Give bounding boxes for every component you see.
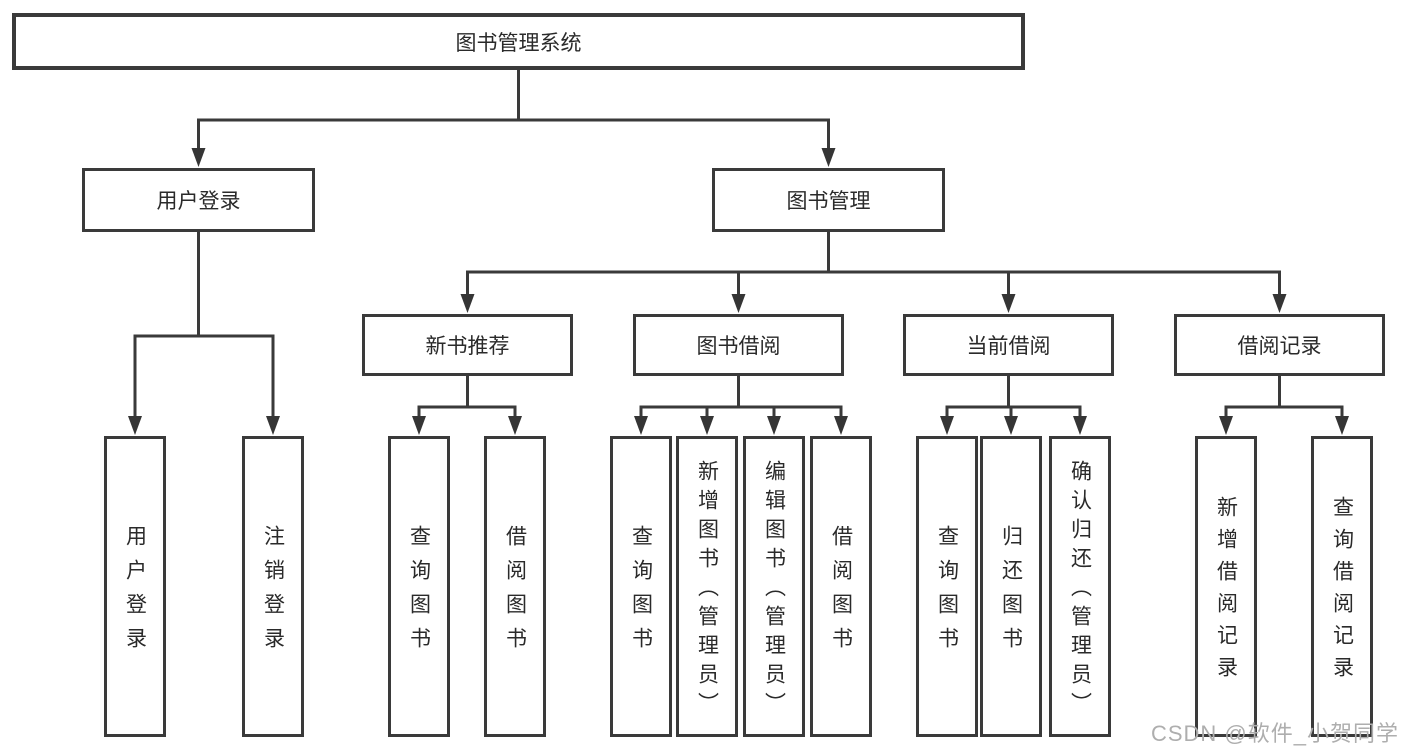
- node-leaf-query-books-recommend: 查询图书: [388, 436, 450, 737]
- node-book-borrowing: 图书借阅: [633, 314, 844, 376]
- node-leaf-edit-books-admin: 编辑图书（管理员）: [743, 436, 805, 737]
- node-leaf-return-books: 归还图书: [980, 436, 1042, 737]
- node-user-login-branch: 用户登录: [82, 168, 315, 232]
- arrowheads: [128, 148, 1349, 435]
- node-leaf-borrow-books-borrowing: 借阅图书: [810, 436, 872, 737]
- node-leaf-query-books-current: 查询图书: [916, 436, 978, 737]
- node-root: 图书管理系统: [12, 13, 1025, 70]
- node-leaf-confirm-return-admin: 确认归还（管理员）: [1049, 436, 1111, 737]
- node-leaf-logout: 注销登录: [242, 436, 304, 737]
- node-leaf-borrow-books-recommend: 借阅图书: [484, 436, 546, 737]
- node-leaf-user-login: 用户登录: [104, 436, 166, 737]
- node-leaf-query-books-borrowing: 查询图书: [610, 436, 672, 737]
- node-current-borrowing: 当前借阅: [903, 314, 1114, 376]
- node-leaf-add-borrow-record: 新增借阅记录: [1195, 436, 1257, 737]
- node-book-management-branch: 图书管理: [712, 168, 945, 232]
- node-leaf-query-borrow-record: 查询借阅记录: [1311, 436, 1373, 737]
- node-new-book-recommendation: 新书推荐: [362, 314, 573, 376]
- node-leaf-add-books-admin: 新增图书（管理员）: [676, 436, 738, 737]
- watermark: CSDN @软件_小贺同学: [1150, 721, 1399, 746]
- node-borrowing-records: 借阅记录: [1174, 314, 1385, 376]
